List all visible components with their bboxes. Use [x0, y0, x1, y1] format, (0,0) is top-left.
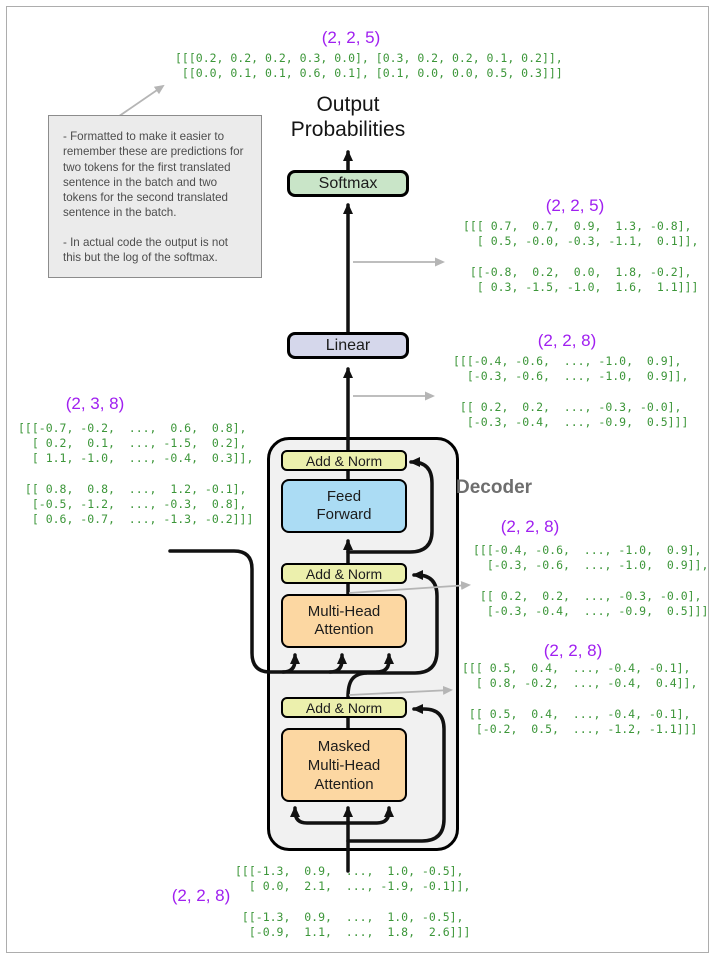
tensor-shape-label: (2, 3, 8): [65, 394, 125, 413]
tensor-shape-label: (2, 2, 8): [543, 641, 603, 660]
tensor-shape-label: (2, 2, 8): [500, 517, 560, 536]
tensor-matrix: [[[-0.7, -0.2, ..., 0.6, 0.8], [ 0.2, 0.…: [18, 421, 254, 527]
add-norm-box-1: Add & Norm: [281, 450, 407, 471]
tensor-matrix: [[[ 0.7, 0.7, 0.9, 1.3, -0.8], [ 0.5, -0…: [463, 219, 699, 294]
mmha-input-arrow-right: [346, 806, 394, 825]
linear-box: Linear: [287, 332, 409, 359]
multi-head-attention-box: Multi-Head Attention: [281, 594, 407, 648]
annotation-arrow-attention-output: [348, 581, 471, 594]
decoder-label: Decoder: [456, 477, 533, 498]
residual-arrow-ff: [346, 457, 434, 554]
tensor-matrix: [[[0.2, 0.2, 0.2, 0.3, 0.0], [0.3, 0.2, …: [175, 51, 563, 81]
note-box: - Formatted to make it easier to remembe…: [48, 115, 262, 279]
note-paragraph: - In actual code the output is not this …: [63, 235, 228, 265]
add-norm-box-2: Add & Norm: [281, 563, 407, 584]
add-norm-box-3: Add & Norm: [281, 697, 407, 718]
tensor-matrix: [[[-0.4, -0.6, ..., -1.0, 0.9], [-0.3, -…: [453, 354, 689, 429]
softmax-box: Softmax: [287, 170, 409, 197]
tensor-shape-label: (2, 2, 5): [545, 196, 605, 215]
output-probabilities-label: Output Probabilities: [290, 93, 406, 141]
tensor-shape-label: (2, 2, 8): [537, 331, 597, 350]
tensor-shape-label: (2, 2, 5): [321, 28, 381, 47]
masked-multi-head-attention-box: Masked Multi-Head Attention: [281, 728, 407, 802]
feed-forward-box: Feed Forward: [281, 479, 407, 533]
residual-arrow-mmha: [346, 704, 446, 843]
encoder-memory-line: [168, 549, 379, 674]
note-paragraph: - Formatted to make it easier to remembe…: [63, 130, 244, 220]
mha-input-arrow-left: [281, 653, 300, 674]
tensor-matrix: [[[-1.3, 0.9, ..., 1.0, -0.5], [ 0.0, 2.…: [235, 864, 471, 939]
page-border: [6, 6, 709, 953]
tensor-matrix: [[[ 0.5, 0.4, ..., -0.4, -0.1], [ 0.8, -…: [462, 661, 698, 736]
mha-input-arrow-center: [328, 653, 347, 674]
residual-arrow-mha: [364, 570, 439, 675]
tensor-shape-label: (2, 2, 8): [171, 886, 231, 905]
tensor-matrix: [[[-0.4, -0.6, ..., -1.0, 0.9], [-0.3, -…: [473, 543, 709, 618]
mmha-input-arrow-left: [290, 806, 350, 825]
flow-line-addnorm3-to-mha: [346, 671, 368, 699]
annotation-arrow-masked-attention-output: [348, 685, 453, 696]
mha-input-arrow-right: [375, 653, 394, 674]
